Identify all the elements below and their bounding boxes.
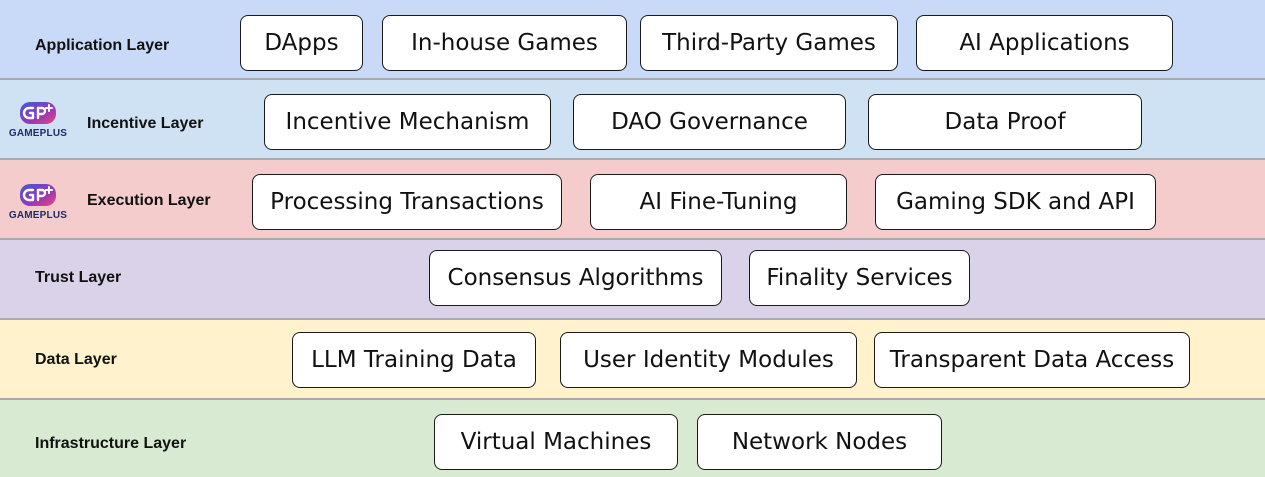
layer-application: Application Layer DApps In-house Games T… xyxy=(0,0,1265,80)
gameplus-logo: GAMEPLUS xyxy=(8,100,68,142)
component-processing-transactions: Processing Transactions xyxy=(252,174,562,230)
component-llm-training-data: LLM Training Data xyxy=(292,332,536,388)
layer-title-trust: Trust Layer xyxy=(35,269,122,286)
gameplus-logo-icon xyxy=(20,184,56,206)
layer-title-execution: Execution Layer xyxy=(87,192,211,209)
gameplus-logo-icon xyxy=(20,102,56,124)
component-in-house-games: In-house Games xyxy=(382,15,627,71)
component-user-identity-modules: User Identity Modules xyxy=(560,332,857,388)
gameplus-logo: GAMEPLUS xyxy=(8,182,68,224)
component-ai-applications: AI Applications xyxy=(916,15,1173,71)
gameplus-logo-text: GAMEPLUS xyxy=(8,210,68,221)
layer-title-application: Application Layer xyxy=(35,37,170,54)
component-data-proof: Data Proof xyxy=(868,94,1142,150)
component-third-party-games: Third-Party Games xyxy=(640,15,898,71)
component-consensus-algorithms: Consensus Algorithms xyxy=(429,250,722,306)
component-ai-fine-tuning: AI Fine-Tuning xyxy=(590,174,847,230)
layer-title-data: Data Layer xyxy=(35,351,117,368)
component-dapps: DApps xyxy=(240,15,363,71)
component-network-nodes: Network Nodes xyxy=(697,414,942,470)
component-gaming-sdk-and-api: Gaming SDK and API xyxy=(875,174,1156,230)
layer-title-incentive: Incentive Layer xyxy=(87,115,204,132)
component-incentive-mechanism: Incentive Mechanism xyxy=(264,94,551,150)
layer-trust: Trust Layer Consensus Algorithms Finalit… xyxy=(0,240,1265,320)
component-virtual-machines: Virtual Machines xyxy=(434,414,678,470)
component-dao-governance: DAO Governance xyxy=(573,94,846,150)
layer-data: Data Layer LLM Training Data User Identi… xyxy=(0,320,1265,400)
layer-infrastructure: Infrastructure Layer Virtual Machines Ne… xyxy=(0,400,1265,477)
component-finality-services: Finality Services xyxy=(749,250,970,306)
component-transparent-data-access: Transparent Data Access xyxy=(874,332,1190,388)
layer-execution: GAMEPLUS Execution Layer Processing Tran… xyxy=(0,160,1265,240)
gameplus-logo-text: GAMEPLUS xyxy=(8,128,68,139)
layer-title-infrastructure: Infrastructure Layer xyxy=(35,435,187,452)
layer-incentive: GAMEPLUS Incentive Layer Incentive Mecha… xyxy=(0,80,1265,160)
